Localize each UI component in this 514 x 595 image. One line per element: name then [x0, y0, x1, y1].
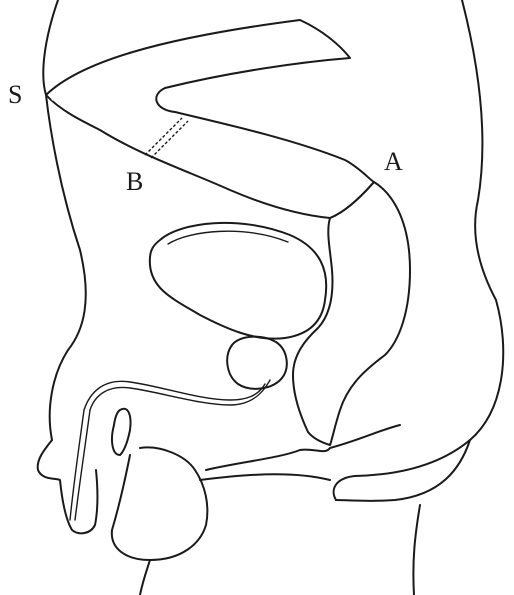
perineum-outline: [206, 425, 400, 470]
pink-fold-line: [52, 28, 296, 100]
penis-inner: [112, 409, 131, 455]
b-bridge-dashed-2: [151, 121, 188, 158]
leg-lower-outline: [140, 560, 150, 595]
prostate-outline: [227, 337, 287, 389]
right-leg-outline: [413, 505, 420, 595]
label-b: B: [126, 167, 143, 196]
label-a: A: [384, 147, 403, 176]
peach-region: [293, 182, 410, 445]
urethra-outline: [75, 380, 270, 520]
pink-region: [46, 20, 374, 218]
right-body-outline: [334, 0, 504, 500]
label-s: S: [8, 80, 22, 109]
bladder-inner-line: [168, 231, 288, 244]
thigh-outline: [200, 474, 330, 480]
penis-outline: [38, 440, 98, 533]
b-bridge-dashed-1: [145, 118, 182, 155]
back-outline: [43, 0, 85, 440]
scrotum-outline: [112, 447, 208, 560]
